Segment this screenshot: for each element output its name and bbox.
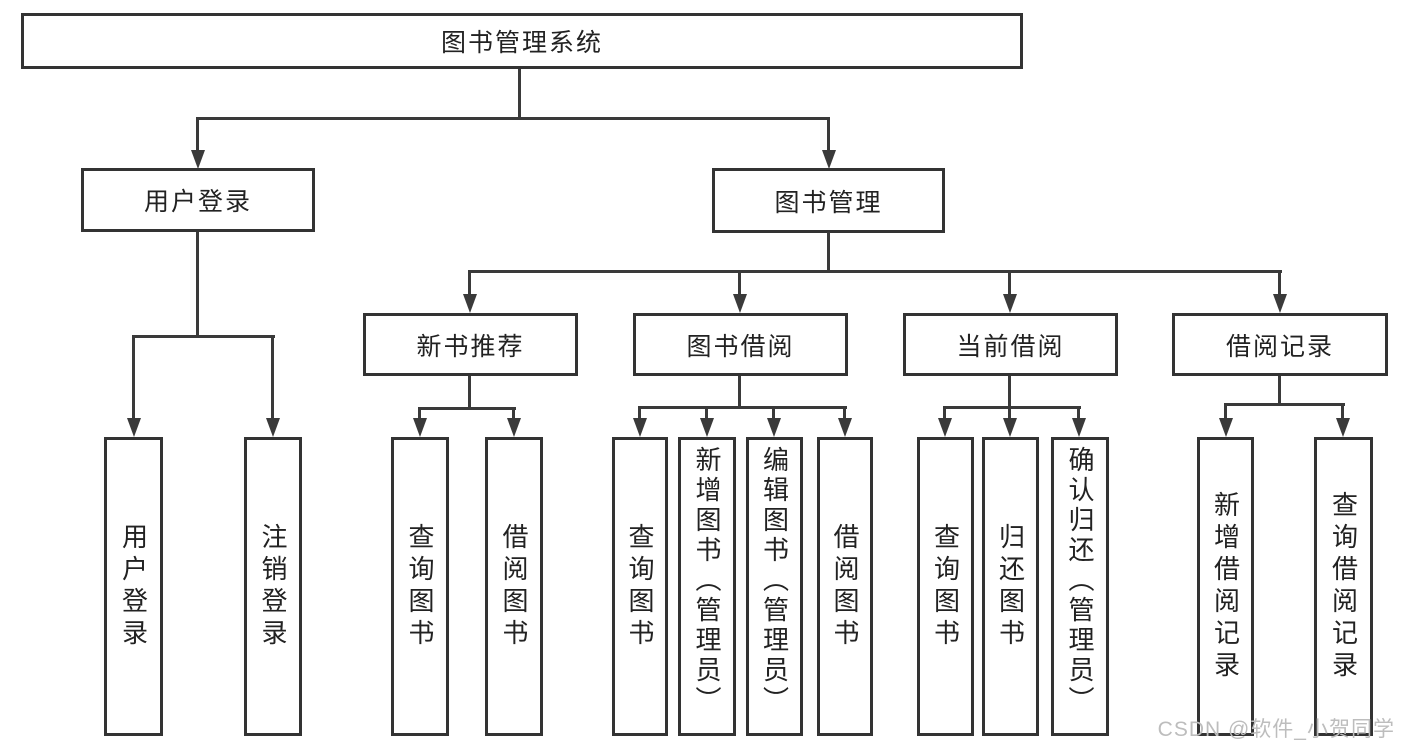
connector-borrow-records-rail (1224, 403, 1345, 406)
leaf-query-borrow-record-label: 查询借阅记录 (1328, 490, 1359, 683)
leaf-return-books: 归还图书 (982, 437, 1039, 736)
arrow-down-icon (733, 294, 747, 313)
leaf-user-login: 用户登录 (104, 437, 163, 736)
leaf-add-books-admin: 新增图书（管理员） (678, 437, 736, 736)
node-borrow-records: 借阅记录 (1172, 313, 1388, 376)
leaf-edit-books-admin-label: 编辑图书（管理员） (759, 446, 790, 716)
connector-to-current-borrowing (1008, 270, 1011, 294)
leaf-user-login-label: 用户登录 (118, 522, 149, 651)
arrow-down-icon (463, 294, 477, 313)
leaf-borrow-books: 借阅图书 (817, 437, 873, 736)
node-new-book-recommend: 新书推荐 (363, 313, 578, 376)
connector-leaf (705, 406, 708, 418)
leaf-query-books-current-label: 查询图书 (930, 522, 961, 651)
connector-leaf (1077, 406, 1080, 418)
leaf-query-books-current: 查询图书 (917, 437, 974, 736)
node-book-borrowing: 图书借阅 (633, 313, 848, 376)
leaf-query-books-borrow: 查询图书 (612, 437, 668, 736)
connector-leaf (512, 407, 515, 418)
connector-leaf (772, 406, 775, 418)
node-current-borrowing: 当前借阅 (903, 313, 1118, 376)
arrow-down-icon (1003, 294, 1017, 313)
leaf-borrow-books-recommend-label: 借阅图书 (499, 522, 529, 651)
leaf-borrow-books-recommend: 借阅图书 (485, 437, 543, 736)
arrow-down-icon (1273, 294, 1287, 313)
node-user-login-label: 用户登录 (143, 188, 252, 216)
node-library-system-label: 图书管理系统 (440, 29, 603, 57)
connector-leaf (418, 407, 421, 418)
leaf-query-borrow-record: 查询借阅记录 (1314, 437, 1373, 736)
leaf-logout-label: 注销登录 (258, 522, 288, 651)
leaf-add-borrow-record-label: 新增借阅记录 (1210, 490, 1241, 683)
leaf-add-borrow-record: 新增借阅记录 (1197, 437, 1254, 736)
arrow-down-icon (1336, 418, 1350, 437)
connector-leaf (943, 406, 946, 418)
node-library-system: 图书管理系统 (21, 13, 1023, 69)
connector-to-leaf-user-login (132, 335, 135, 418)
leaf-return-books-label: 归还图书 (995, 522, 1026, 651)
connector-to-user-login (196, 117, 199, 150)
leaf-add-books-admin-label: 新增图书（管理员） (692, 446, 722, 716)
connector-current-borrowing-stem (1008, 376, 1011, 407)
leaf-confirm-return-admin: 确认归还（管理员） (1051, 437, 1109, 736)
node-book-borrowing-label: 图书借阅 (686, 332, 795, 361)
connector-leaf (843, 406, 846, 418)
connector-leaf (638, 406, 641, 418)
connector-current-borrowing-rail (943, 406, 1081, 409)
connector-book-management-stem (827, 232, 830, 271)
connector-user-login-rail (132, 335, 275, 338)
node-user-login: 用户登录 (81, 168, 315, 232)
connector-to-leaf-logout (271, 335, 274, 418)
leaf-logout: 注销登录 (244, 437, 302, 736)
leaf-confirm-return-admin-label: 确认归还（管理员） (1065, 446, 1095, 716)
arrow-down-icon (127, 418, 141, 437)
arrow-down-icon (1003, 418, 1017, 437)
arrow-down-icon (266, 418, 280, 437)
arrow-down-icon (838, 418, 852, 437)
leaf-borrow-books-label: 借阅图书 (830, 522, 860, 651)
connector-leaf (1341, 403, 1344, 418)
connector-to-book-management (827, 117, 830, 150)
connector-book-management-rail (468, 270, 1282, 273)
arrow-down-icon (1219, 418, 1233, 437)
arrow-down-icon (822, 150, 836, 169)
connector-leaf (1224, 403, 1227, 418)
node-book-management: 图书管理 (712, 168, 945, 233)
connector-root-stem (518, 69, 521, 118)
leaf-edit-books-admin: 编辑图书（管理员） (746, 437, 803, 736)
arrow-down-icon (938, 418, 952, 437)
connector-borrow-records-stem (1278, 376, 1281, 404)
watermark: CSDN @软件_小贺同学 (1157, 718, 1395, 741)
connector-to-borrow-records (1278, 270, 1281, 294)
connector-user-login-stem (196, 232, 199, 336)
arrow-down-icon (1072, 418, 1086, 437)
connector-root-rail (197, 117, 830, 120)
connector-to-book-borrowing (738, 270, 741, 294)
connector-new-book-rail (418, 407, 516, 410)
node-current-borrowing-label: 当前借阅 (956, 332, 1065, 361)
connector-new-book-stem (468, 376, 471, 408)
leaf-query-books-recommend: 查询图书 (391, 437, 449, 736)
arrow-down-icon (633, 418, 647, 437)
arrow-down-icon (767, 418, 781, 437)
connector-book-borrowing-stem (738, 376, 741, 407)
arrow-down-icon (700, 418, 714, 437)
node-book-management-label: 图书管理 (774, 188, 883, 217)
node-new-book-recommend-label: 新书推荐 (416, 332, 525, 361)
arrow-down-icon (507, 418, 521, 437)
connector-to-new-book-recommend (468, 270, 471, 294)
connector-book-borrowing-rail (638, 406, 847, 409)
node-borrow-records-label: 借阅记录 (1225, 332, 1334, 361)
leaf-query-books-recommend-label: 查询图书 (405, 522, 435, 651)
arrow-down-icon (191, 150, 205, 169)
leaf-query-books-borrow-label: 查询图书 (625, 522, 655, 651)
connector-leaf (1008, 406, 1011, 418)
arrow-down-icon (413, 418, 427, 437)
